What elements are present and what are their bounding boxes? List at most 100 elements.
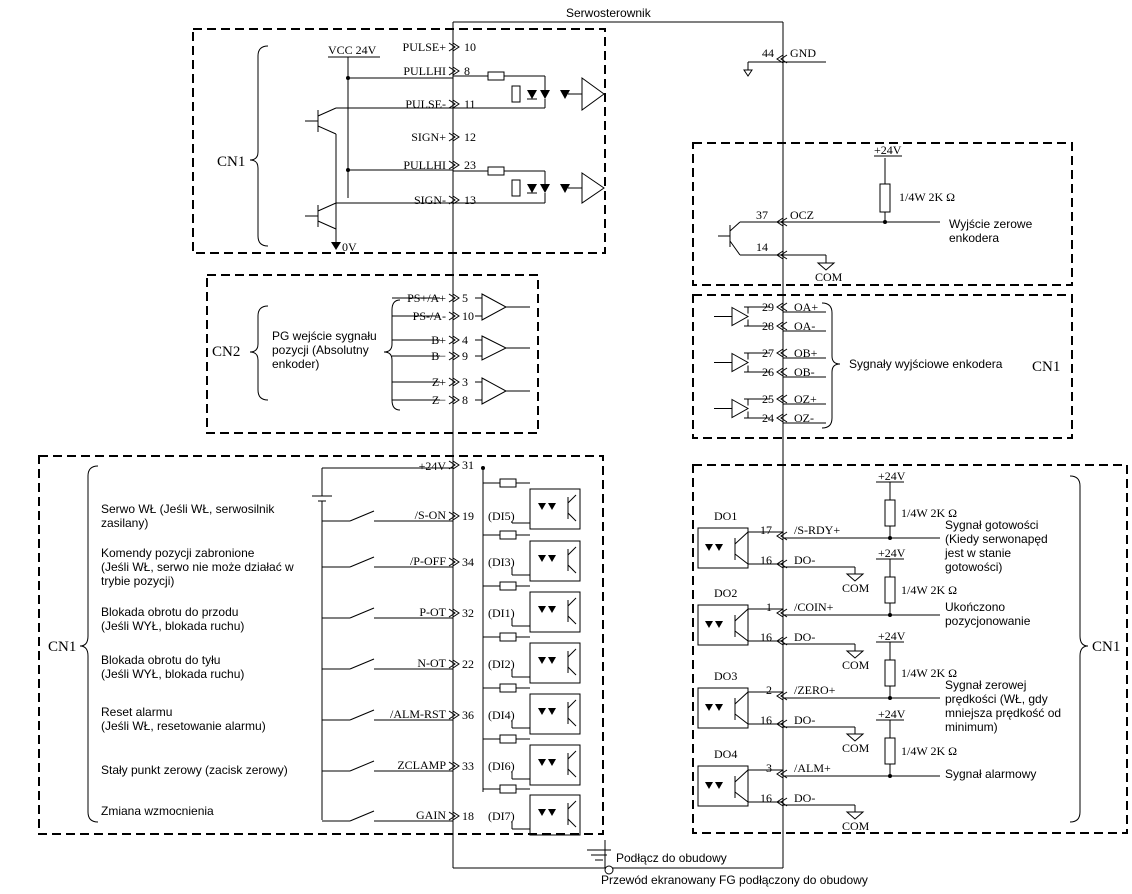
ocz-pin-number: 37: [756, 208, 768, 222]
pin-arrow: [452, 811, 460, 821]
pin-arrow: [780, 531, 788, 541]
enc-pin-label: OB+: [794, 346, 818, 360]
do-optocoupler: [697, 604, 749, 646]
di-switch: [349, 760, 375, 772]
pg-section-frame: [206, 274, 539, 434]
pin-arrow: [448, 160, 456, 170]
enc-description: Sygnały wyjściowe enkodera: [849, 357, 1003, 371]
pg-pin-number: 4: [462, 333, 468, 347]
pulse-pin-label: SIGN+: [411, 130, 446, 144]
ocz-com-number: 14: [756, 240, 768, 254]
pin-arrow: [448, 311, 456, 321]
do-supply-label: +24V: [878, 707, 906, 721]
pin-arrow: [452, 377, 460, 387]
di-pin-number: 18: [462, 809, 474, 823]
di-optocoupler: [529, 744, 581, 786]
di-section-label: CN1: [48, 639, 76, 655]
do-led: [715, 544, 723, 551]
ocz-description: enkodera: [949, 231, 999, 245]
di-description: (Jeśli WŁ, serwo nie może działać w: [101, 560, 294, 574]
di-resistor: [499, 632, 517, 642]
pin-arrow: [780, 608, 788, 618]
pulse-pin-number: 23: [464, 158, 476, 172]
do-node: [888, 696, 892, 700]
di-phototransistor: [567, 512, 577, 522]
shield-label: Przewód ekranowany FG podłączony do obud…: [601, 873, 868, 887]
di-section-frame: [38, 455, 604, 835]
do-description: Sygnał alarmowy: [945, 767, 1036, 781]
pulse-pin-number: 10: [464, 40, 476, 54]
pin-arrow: [452, 66, 460, 76]
do-node: [888, 774, 892, 778]
di-pin-number: 22: [462, 657, 474, 671]
pin-arrow: [452, 160, 460, 170]
pulse-pin-label: PULSE+: [403, 40, 447, 54]
di-supply-label: +24V: [419, 459, 447, 473]
diagram-title: Serwosterownik: [566, 6, 652, 20]
di-description: Blokada obrotu do tyłu: [101, 653, 220, 667]
do-led: [715, 704, 723, 711]
pin-arrow: [452, 311, 460, 321]
ocz-resistor-label: 1/4W 2K Ω: [899, 190, 955, 204]
do-resistor: [884, 499, 896, 527]
di-optocoupler: [529, 591, 581, 633]
pulse-pin-number: 8: [464, 64, 470, 78]
di-phototransistor: [567, 717, 577, 727]
do-phototransistor: [734, 691, 749, 705]
di-phototransistor: [567, 597, 577, 607]
di-led: [538, 759, 546, 766]
do-optocoupler: [697, 687, 749, 729]
di-led: [538, 809, 546, 816]
pin-arrow: [776, 413, 784, 423]
do-led: [705, 704, 713, 711]
pin-arrow: [448, 811, 456, 821]
pin-arrow: [776, 769, 784, 779]
di-phototransistor: [567, 768, 577, 778]
do-phototransistor: [734, 531, 749, 545]
pulse-pin-label: PULLHI: [403, 158, 446, 172]
di-pin-number: 32: [462, 606, 474, 620]
do-com-number: 16: [760, 791, 772, 805]
do-led: [715, 621, 723, 628]
do-name: DO1: [714, 509, 737, 523]
pin-arrow: [776, 54, 784, 64]
di-channel: (DI3): [488, 555, 515, 569]
di-resistor: [499, 478, 517, 488]
enc-pin-label: OZ+: [794, 392, 817, 406]
do-phototransistor: [734, 791, 749, 803]
do-resistor: [884, 737, 896, 765]
di-phototransistor: [567, 818, 577, 828]
do-phototransistor: [734, 713, 749, 725]
zero-v-arrow: [331, 242, 341, 250]
di-supply-number: 31: [462, 458, 474, 472]
pin-arrow: [448, 351, 456, 361]
do-phototransistor: [734, 553, 749, 565]
pg-pin-number: 8: [462, 393, 468, 407]
pin-arrow: [776, 531, 784, 541]
do-description: jest w stanie: [944, 546, 1011, 560]
pin-arrow: [448, 335, 456, 345]
zero-v-label: 0V: [342, 240, 357, 254]
pin-arrow: [776, 797, 784, 807]
pin-arrow: [780, 413, 788, 423]
pin-arrow: [780, 321, 788, 331]
ocz-com-arrow: [816, 262, 836, 271]
pin-arrow: [448, 293, 456, 303]
do-section-label: CN1: [1092, 639, 1120, 655]
pin-arrow: [780, 54, 788, 64]
do-com-number: 16: [760, 713, 772, 727]
do-com-number: 16: [760, 630, 772, 644]
do-pin-label: /S-RDY+: [794, 523, 840, 537]
pin-arrow: [448, 132, 456, 142]
pulse-pin-label: SIGN-: [414, 193, 446, 207]
pin-arrow: [448, 710, 456, 720]
do-name: DO2: [714, 586, 737, 600]
pin-arrow: [780, 394, 788, 404]
do-com-arrow: [845, 573, 865, 582]
di-description: (Jeśli WYŁ, blokada ruchu): [101, 667, 244, 681]
pulse-pin-number: 11: [464, 97, 476, 111]
do-phototransistor: [734, 608, 749, 622]
di-description: trybie pozycji): [101, 574, 174, 588]
do-description: (Kiedy serwonapęd: [945, 532, 1048, 546]
